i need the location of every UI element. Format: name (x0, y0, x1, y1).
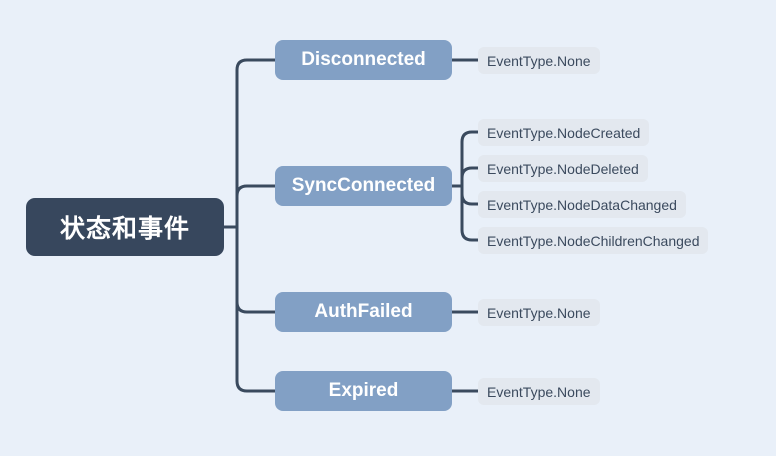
leaf-chip-node-deleted[interactable]: EventType.NodeDeleted (478, 155, 648, 182)
leaf-chip-node-created[interactable]: EventType.NodeCreated (478, 119, 650, 146)
leaf-chip-label: EventType.None (487, 383, 591, 400)
edge-sync-leaf-4 (460, 184, 480, 242)
branch-node-label: AuthFailed (314, 301, 413, 322)
branch-node-syncconnected[interactable]: SyncConnected (275, 166, 452, 206)
leaf-chip-node-data-changed[interactable]: EventType.NodeDataChanged (478, 191, 686, 218)
branch-node-authfailed[interactable]: AuthFailed (275, 292, 452, 332)
branch-node-disconnected[interactable]: Disconnected (275, 40, 452, 80)
leaf-chip-node-children-changed[interactable]: EventType.NodeChildrenChanged (478, 227, 709, 254)
branch-node-label: Disconnected (301, 49, 426, 70)
branch-node-label: Expired (328, 380, 399, 401)
leaf-chip-label: EventType.NodeDataChanged (487, 196, 677, 213)
leaf-chip-disconnected-none[interactable]: EventType.None (478, 47, 600, 74)
edge-sync-leaf-2 (460, 166, 480, 188)
leaf-chip-label: EventType.None (487, 304, 591, 321)
root-node[interactable]: 状态和事件 (26, 198, 224, 256)
leaf-chip-authfailed-none[interactable]: EventType.None (478, 299, 600, 326)
branch-node-expired[interactable]: Expired (275, 371, 452, 411)
root-node-label: 状态和事件 (59, 215, 190, 243)
leaf-chip-label: EventType.NodeChildrenChanged (487, 232, 700, 249)
leaf-chip-label: EventType.NodeDeleted (487, 160, 639, 177)
leaf-chip-label: EventType.None (487, 52, 591, 69)
edge-sync-leaf-1 (460, 130, 480, 188)
edge-trunk-branch4 (235, 225, 277, 393)
edge-trunk-branch2 (235, 184, 277, 229)
edge-sync-leaf-3 (460, 184, 480, 206)
branch-node-label: SyncConnected (291, 175, 436, 196)
leaf-chip-label: EventType.NodeCreated (487, 124, 641, 141)
edge-trunk-top (235, 58, 277, 229)
edge-trunk-branch3 (235, 225, 277, 314)
leaf-chip-expired-none[interactable]: EventType.None (478, 378, 600, 405)
